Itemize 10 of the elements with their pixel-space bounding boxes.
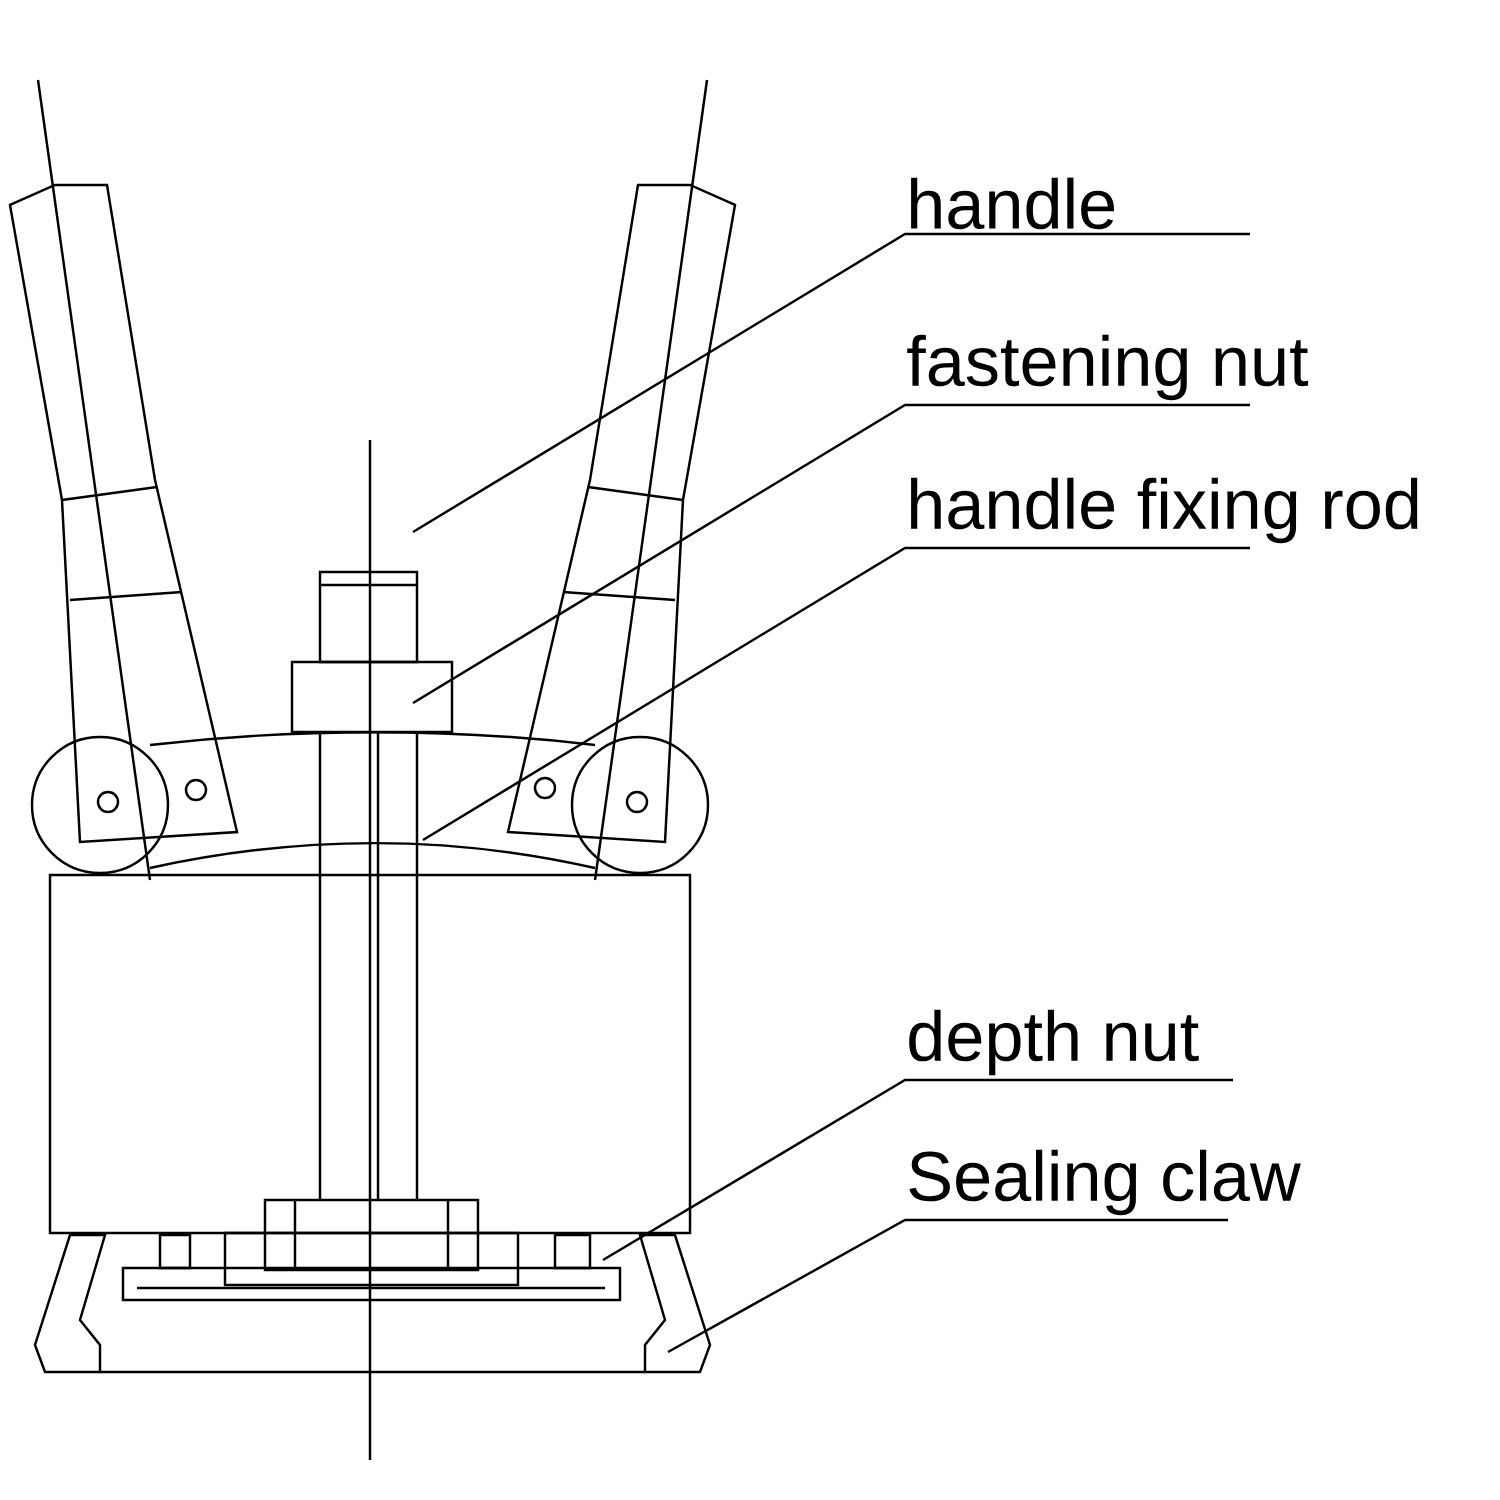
leader-line: [602, 1078, 1235, 1262]
part-label: fastening nut: [907, 334, 1309, 401]
part-label: handle fixing rod: [911, 477, 1418, 544]
part-label: handle: [911, 177, 1115, 230]
leader-line: [422, 546, 1252, 842]
part-label: depth nut: [909, 1009, 1199, 1076]
leader-line: [412, 403, 1252, 705]
part-label: Sealing claw: [909, 1149, 1301, 1216]
leader-line: [412, 232, 1252, 534]
leader-line: [667, 1218, 1230, 1354]
